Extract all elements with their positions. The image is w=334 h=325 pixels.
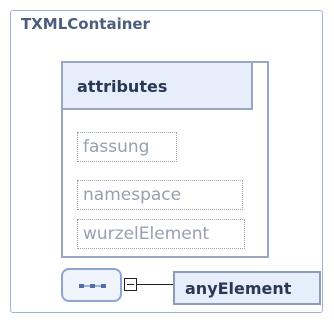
attribute-item-fassung[interactable]: fassung <box>77 132 177 162</box>
sequence-icon[interactable] <box>61 268 122 302</box>
sequence-dots-icon <box>79 284 106 288</box>
element-name: anyElement <box>185 279 292 298</box>
container-title: TXMLContainer <box>21 15 150 33</box>
container-box: TXMLContainer attributes fassung namespa… <box>10 10 323 313</box>
attribute-item-namespace[interactable]: namespace <box>77 180 243 210</box>
attributes-header-tab <box>253 63 267 110</box>
attributes-title: attributes <box>77 77 168 96</box>
connector-line <box>137 284 173 285</box>
element-box[interactable]: anyElement <box>173 271 321 305</box>
collapse-toggle-icon[interactable] <box>124 278 137 291</box>
attributes-header: attributes <box>63 63 253 110</box>
attributes-box: attributes fassung namespace wurzelEleme… <box>61 61 269 258</box>
attribute-item-wurzelelement[interactable]: wurzelElement <box>77 219 245 249</box>
